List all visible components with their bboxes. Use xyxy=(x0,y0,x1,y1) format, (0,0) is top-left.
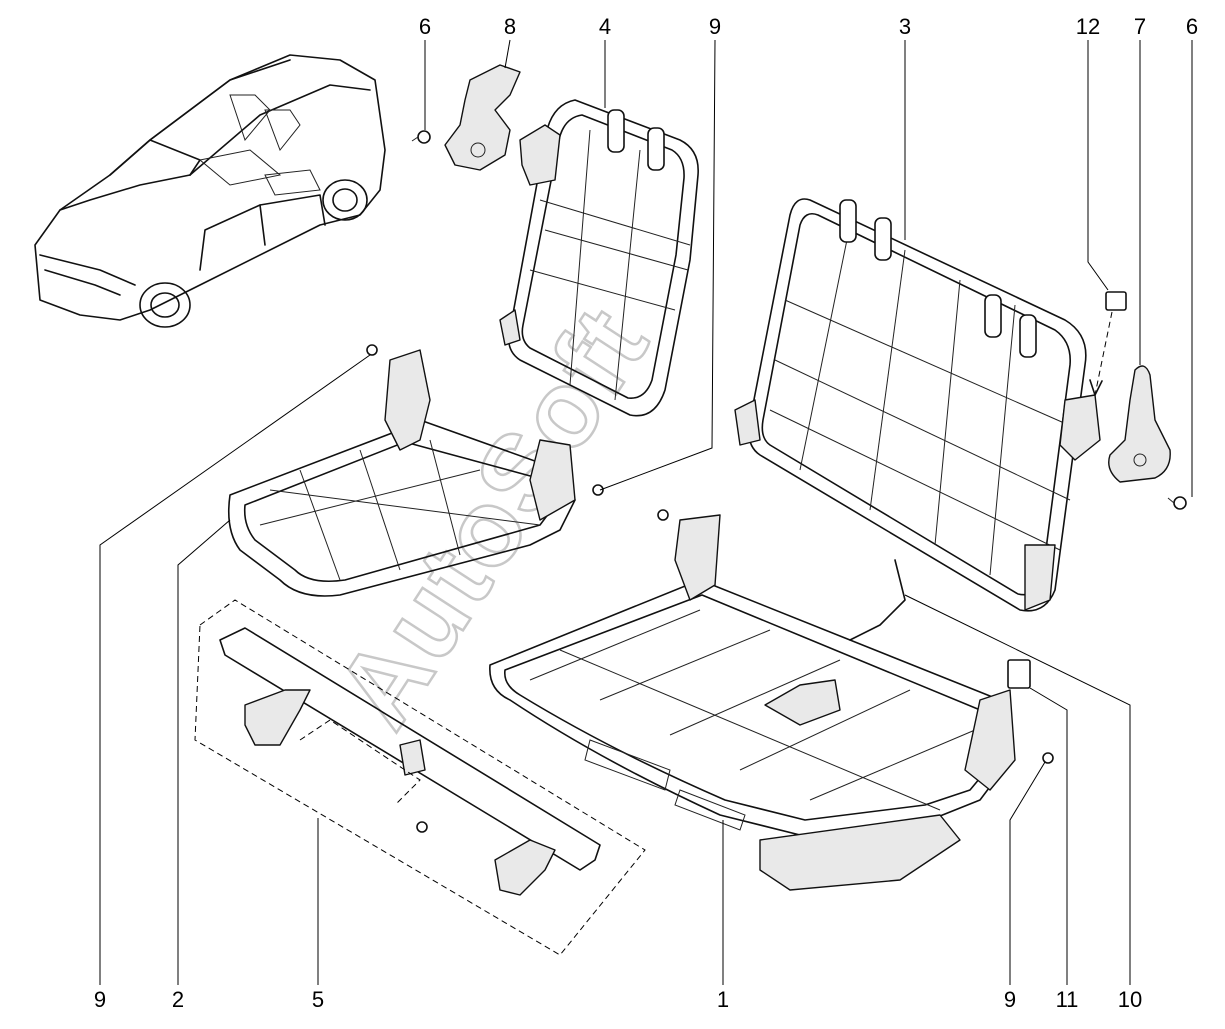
callout-5: 5 xyxy=(312,987,324,1012)
callout-4: 4 xyxy=(599,14,611,39)
part-11-clip xyxy=(1007,659,1031,689)
vehicle-thumbnail xyxy=(34,54,386,328)
callout-9-bottom-right: 9 xyxy=(1004,987,1016,1012)
part-9-bolt-lower-right xyxy=(1042,752,1054,764)
watermark: AutoSoft xyxy=(313,286,671,748)
part-12-clip xyxy=(1105,291,1127,311)
callout-10: 10 xyxy=(1118,987,1142,1012)
callout-11: 11 xyxy=(1056,987,1079,1012)
callout-3: 3 xyxy=(899,14,911,39)
callout-7: 7 xyxy=(1134,14,1146,39)
leader-lines xyxy=(99,39,1193,985)
callout-8: 8 xyxy=(504,14,516,39)
callout-6-top-right: 6 xyxy=(1186,14,1198,39)
part-2-seat-cushion-small xyxy=(227,349,576,597)
part-6-bolt-left xyxy=(411,130,431,144)
callout-1: 1 xyxy=(717,987,729,1012)
callouts-bottom: 9 2 5 1 9 11 10 xyxy=(94,987,1142,1012)
part-9-bolt-middle xyxy=(592,484,604,496)
callout-9-top: 9 xyxy=(709,14,721,39)
callout-6-top-left: 6 xyxy=(419,14,431,39)
part-9-bolt-upper-left xyxy=(366,344,378,356)
callouts-top: 6 8 4 9 3 12 7 6 xyxy=(419,14,1198,39)
part-12-arrow xyxy=(1089,379,1103,396)
callout-9-bottom-left: 9 xyxy=(94,987,106,1012)
part-9-bolt-middle-2 xyxy=(657,509,669,521)
part-5-rail-assembly xyxy=(194,599,646,956)
callout-12: 12 xyxy=(1076,14,1100,39)
part-7-hinge-plate xyxy=(1108,365,1171,483)
part-3-seat-back-large xyxy=(734,198,1101,612)
part-6-bolt-right xyxy=(1167,496,1187,510)
part-1-seat-cushion-large xyxy=(489,514,1016,891)
part-10-rod xyxy=(849,559,906,641)
callout-2: 2 xyxy=(172,987,184,1012)
part-8-hinge-plate xyxy=(444,64,521,171)
part-12-dashed-guide xyxy=(1094,311,1113,396)
part-4-seat-back-small xyxy=(499,99,699,417)
